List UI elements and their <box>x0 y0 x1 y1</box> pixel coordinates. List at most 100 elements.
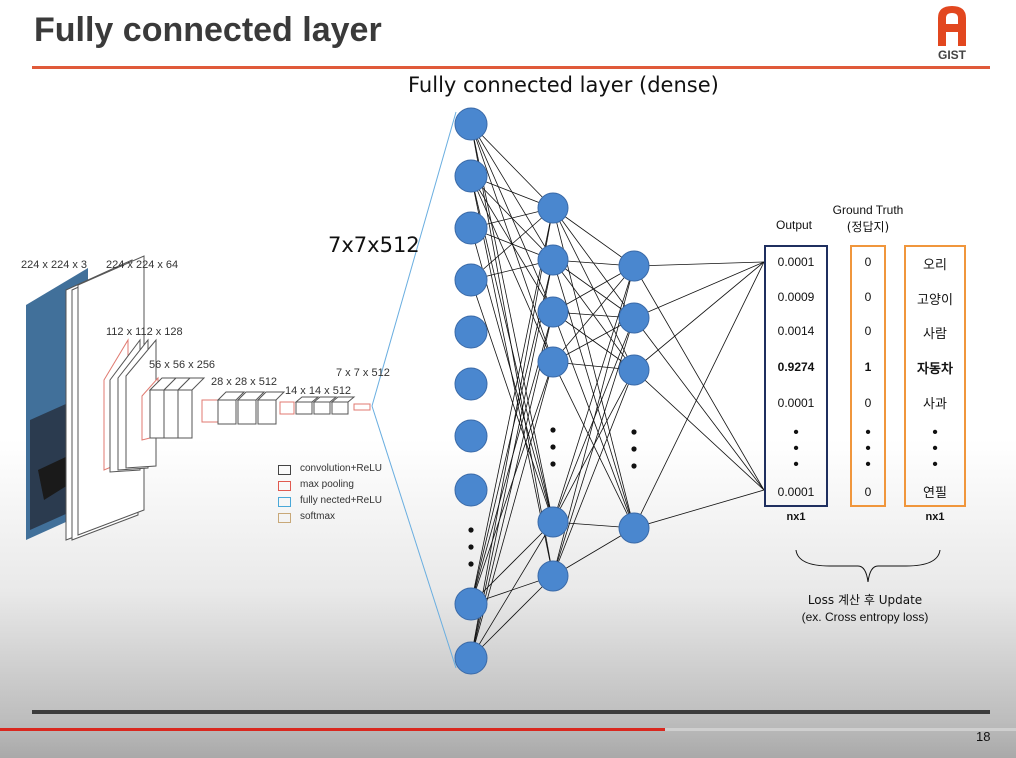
legend-swatch <box>278 481 291 491</box>
gt-value: 0 <box>864 396 872 410</box>
connection-line <box>470 279 554 523</box>
cnn-label: 224 x 224 x 64 <box>106 259 179 271</box>
neuron-node <box>537 506 569 538</box>
flatten-line-bottom <box>371 405 457 669</box>
footer-divider <box>32 710 990 714</box>
ellipsis-dot <box>468 544 474 550</box>
connection-line <box>633 317 765 491</box>
flatten-line-top <box>371 111 457 407</box>
output-value-max: 0.9274 <box>777 360 815 374</box>
flatten-label: 7x7x512 <box>328 233 420 257</box>
output-value: 0.0001 <box>777 396 815 410</box>
gt-value-true: 1 <box>864 360 872 374</box>
class-label: 사과 <box>923 397 947 412</box>
neuron-node <box>454 315 488 349</box>
progress-bar-gray <box>665 728 1016 731</box>
slide-title: Fully connected layer <box>34 11 382 49</box>
class-label: 사람 <box>923 327 947 342</box>
connection-line <box>470 207 554 659</box>
class-label: 오리 <box>923 258 947 273</box>
connection-line <box>633 369 765 491</box>
connection-line <box>633 261 765 267</box>
connection-line <box>552 265 635 363</box>
neuron-node <box>537 244 569 276</box>
neuron-node <box>537 296 569 328</box>
cnn-label: 14 x 14 x 512 <box>285 385 352 397</box>
connection-line <box>470 259 554 659</box>
loss-caption: Loss 계산 후 Update (ex. Cross entropy loss… <box>780 592 950 626</box>
output-header: Output <box>775 218 813 232</box>
neuron-node <box>618 512 650 544</box>
labels-footer: nx1 <box>925 511 945 523</box>
gist-logo-icon <box>938 6 966 46</box>
neuron-node <box>454 419 488 453</box>
output-value: 0.0001 <box>777 485 815 499</box>
cnn-label: 7 x 7 x 512 <box>336 367 390 379</box>
output-value: 0.0014 <box>777 324 815 338</box>
logo-text: GIST <box>937 48 966 62</box>
ellipsis-dot <box>550 427 556 433</box>
connection-line <box>633 265 765 491</box>
neuron-node <box>537 560 569 592</box>
neuron-node <box>618 250 650 282</box>
connection-line <box>470 175 554 363</box>
dense-nodes <box>454 107 650 675</box>
connection-line <box>552 369 635 577</box>
ellipsis-dot <box>631 429 637 435</box>
neuron-node <box>618 354 650 386</box>
class-label: 연필 <box>923 486 947 501</box>
legend-label: fully nected+ReLU <box>300 495 382 506</box>
neuron-node <box>618 302 650 334</box>
neuron-node <box>454 641 488 675</box>
connection-line <box>470 207 554 281</box>
dense-connections <box>470 123 765 659</box>
neuron-node <box>537 192 569 224</box>
gt-value: 0 <box>864 290 872 304</box>
legend-label: softmax <box>300 511 336 522</box>
ellipsis-dot <box>550 444 556 450</box>
legend-label: convolution+ReLU <box>300 463 382 474</box>
ellipsis-dot <box>468 527 474 533</box>
loss-bracket <box>795 549 941 583</box>
legend-swatch <box>278 465 291 475</box>
connection-line <box>552 265 635 313</box>
legend-swatch <box>278 497 291 507</box>
title-underline <box>32 66 990 69</box>
output-footer: nx1 <box>786 511 806 523</box>
connection-line <box>470 123 554 209</box>
ellipsis-dots: ••• <box>932 424 938 473</box>
cnn-label: 112 x 112 x 128 <box>106 326 183 338</box>
ellipsis-dots: ••• <box>865 424 871 473</box>
cnn-label: 224 x 224 x 3 <box>21 259 88 271</box>
neuron-node <box>537 346 569 378</box>
ellipsis-dot <box>631 463 637 469</box>
class-label-true: 자동차 <box>917 362 953 377</box>
cnn-label: 56 x 56 x 256 <box>149 359 216 371</box>
ground-truth-vector: 0 0 0 1 0 ••• 0 <box>850 245 886 507</box>
connection-line <box>552 361 635 529</box>
class-label: 고양이 <box>917 293 953 308</box>
output-value: 0.0009 <box>777 290 815 304</box>
gt-value: 0 <box>864 255 872 269</box>
connection-line <box>633 261 765 319</box>
connection-line <box>552 527 635 577</box>
gist-logo: GIST <box>930 4 974 62</box>
class-labels-vector: 오리 고양이 사람 자동차 사과 ••• 연필 <box>904 245 966 507</box>
neuron-node <box>454 211 488 245</box>
loss-caption-line1: Loss 계산 후 Update <box>807 593 923 607</box>
ground-truth-subheader: (정답지) <box>846 220 890 234</box>
legend-swatch <box>278 513 291 523</box>
connection-line <box>633 489 765 529</box>
output-value: 0.0001 <box>777 255 815 269</box>
ellipsis-dot <box>468 561 474 567</box>
neuron-node <box>454 367 488 401</box>
gt-value: 0 <box>864 485 872 499</box>
fc-title: Fully connected layer (dense) <box>408 73 719 97</box>
connection-line <box>552 265 635 523</box>
connection-line <box>470 575 554 659</box>
output-vector: 0.0001 0.0009 0.0014 0.9274 0.0001 ••• 0… <box>764 245 828 507</box>
neuron-node <box>454 107 488 141</box>
cnn-legend: convolution+ReLU max pooling fully necte… <box>278 462 408 526</box>
progress-bar-red <box>0 728 665 731</box>
